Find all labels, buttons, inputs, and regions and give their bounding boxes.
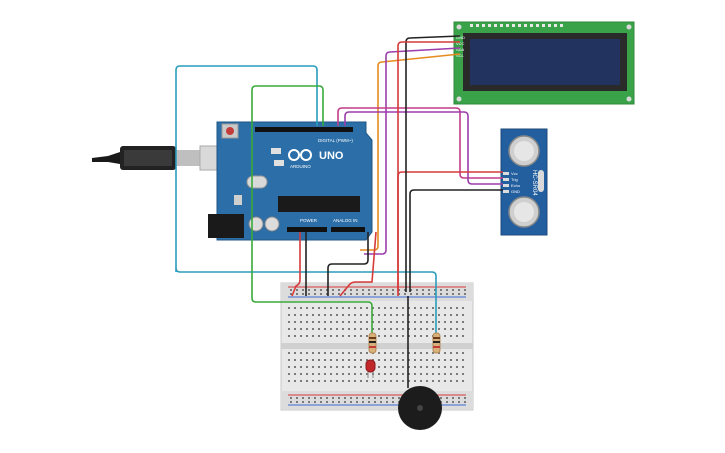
arduino-uno: UNO ARDUINO DIGITAL (PWM~) POWER ANALOG … xyxy=(208,121,373,241)
breadboard-holes xyxy=(288,289,466,403)
lcd-display: GND VCC SDA SCL xyxy=(453,21,635,105)
piezo-buzzer xyxy=(398,386,442,430)
wire-red-lcd-vcc xyxy=(397,41,460,292)
sensor-pin-vcc: Vcc xyxy=(511,171,518,176)
power-header-label: POWER xyxy=(300,218,318,223)
wire-magenta-sensor-trig xyxy=(337,107,503,179)
lcd-pin-vcc: VCC xyxy=(456,41,465,46)
sensor-pin-trig: Trig xyxy=(511,177,518,182)
lcd-pin-sda: SDA xyxy=(456,47,465,52)
ultrasonic-sensor: Vcc Trig Echo GND HC-SR04 xyxy=(500,128,548,236)
wire-purple-lcd xyxy=(364,47,461,255)
lcd-pin-pads xyxy=(470,24,563,27)
board-model-label: UNO xyxy=(319,150,344,162)
arduino-logo-icon xyxy=(288,149,312,161)
analog-header-label: ANALOG IN xyxy=(333,218,358,223)
digital-header-label: DIGITAL (PWM~) xyxy=(318,138,353,143)
sensor-pin-echo: Echo xyxy=(511,183,521,188)
resistor-1 xyxy=(368,332,377,354)
wire-red-rail xyxy=(339,231,377,297)
led-red xyxy=(365,359,376,378)
wire-blue-arduino-loop xyxy=(175,65,318,272)
usb-cable xyxy=(92,145,221,171)
wires xyxy=(175,35,503,388)
lcd-pin-gnd: GND xyxy=(456,35,465,40)
breadboard xyxy=(280,282,474,411)
sensor-model-label: HC-SR04 xyxy=(531,170,537,196)
resistor-2 xyxy=(432,332,441,354)
wire-green-led xyxy=(251,85,373,340)
wire-black-lcd-gnd xyxy=(405,35,461,292)
wire-black-sensor-gnd xyxy=(409,189,503,292)
wire-blue-to-resistor xyxy=(175,267,437,335)
lcd-pin-scl: SCL xyxy=(456,53,465,58)
board-brand-label: ARDUINO xyxy=(290,164,311,169)
wire-black-rail xyxy=(327,232,369,296)
wire-orange-lcd xyxy=(360,53,461,251)
wire-red-power-5v xyxy=(291,232,301,297)
wire-magenta-sensor-echo xyxy=(344,111,503,185)
sensor-pin-gnd: GND xyxy=(511,189,520,194)
